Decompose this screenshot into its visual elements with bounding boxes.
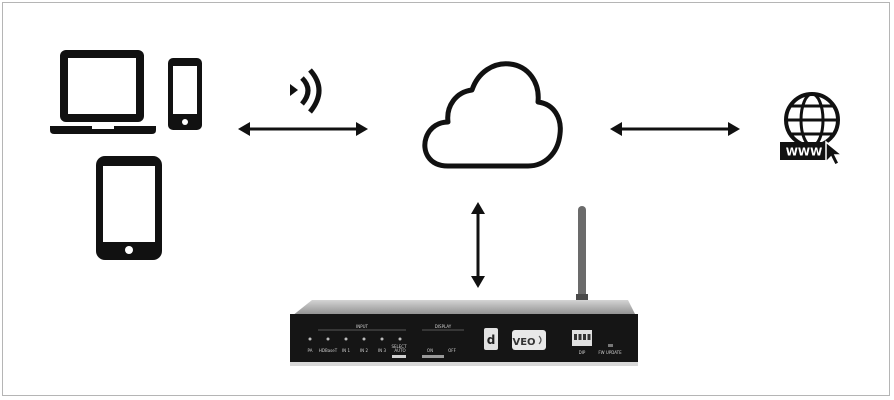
arrow-cloud-web — [610, 122, 740, 136]
brand-logo-mark: d — [487, 333, 496, 347]
diagram-frame — [2, 2, 890, 396]
wifi-signal-icon — [290, 68, 322, 114]
port-label-2: IN 1 — [342, 348, 350, 353]
veo-logo-text: VEO — [512, 337, 535, 348]
display-on-label: ON — [427, 348, 433, 353]
av-controller-device: INPUT PA HDBaseT IN 1 IN 2 IN 3 AUTO SEL… — [290, 300, 638, 366]
port-label-5: AUTO — [394, 348, 405, 353]
display-label: DISPLAY — [435, 324, 452, 329]
smartphone-icon — [168, 58, 202, 130]
select-label: SELECT — [391, 344, 407, 349]
port-label-3: IN 2 — [360, 348, 368, 353]
antenna-icon — [576, 206, 588, 308]
port-label-4: IN 3 — [378, 348, 386, 353]
laptop-icon — [50, 50, 156, 134]
globe-www-icon: WWW — [780, 92, 845, 167]
tablet-icon — [96, 156, 162, 260]
arrow-cloud-device — [471, 202, 485, 288]
www-label: WWW — [786, 146, 822, 159]
port-label-0: PA — [308, 348, 313, 353]
display-off-label: OFF — [448, 348, 456, 353]
input-label: INPUT — [356, 324, 369, 329]
fw-update-label: FW UPDATE — [598, 350, 622, 355]
arrow-devices-cloud — [238, 122, 368, 136]
cloud-icon — [422, 61, 563, 169]
port-label-1: HDBaseT — [319, 348, 338, 353]
dip-label: DIP — [579, 350, 586, 355]
